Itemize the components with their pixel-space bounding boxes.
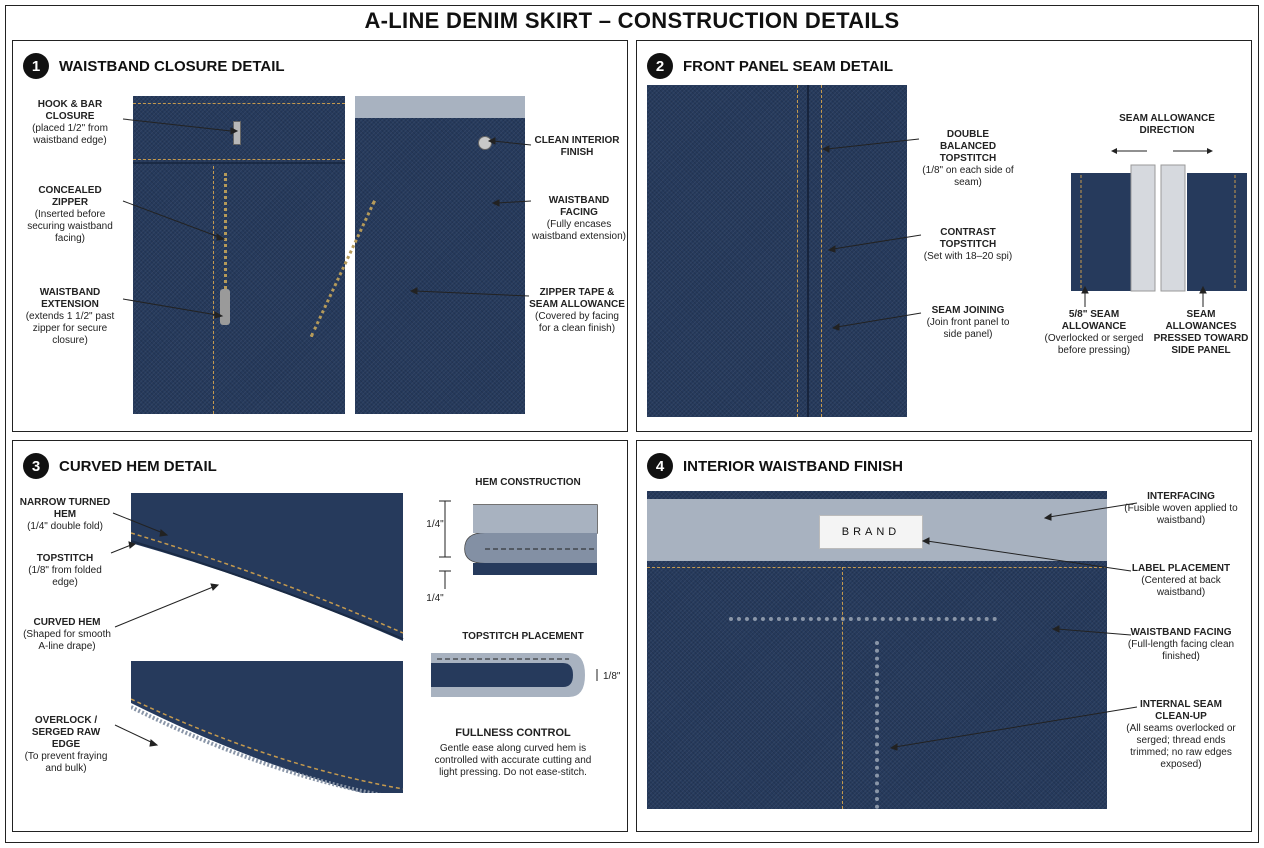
panel-title: INTERIOR WAISTBAND FINISH xyxy=(683,457,903,475)
seam-line xyxy=(807,85,809,417)
zipper-photo-front xyxy=(133,96,345,414)
outer-frame xyxy=(5,5,1259,843)
label-internal-seam: INTERNAL SEAM CLEAN-UP(All seams overloc… xyxy=(1126,699,1236,770)
panel-number: 3 xyxy=(23,453,49,479)
callout-arrows xyxy=(122,118,532,319)
panel-header: 4 INTERIOR WAISTBAND FINISH xyxy=(647,453,903,479)
dim-label: 1/4" xyxy=(426,593,444,604)
label-contrast-topstitch: CONTRAST TOPSTITCH(Set with 18–20 spi) xyxy=(923,227,1013,262)
panel-curved-hem: 3 CURVED HEM DETAIL NARROW TURNED HEM(1/… xyxy=(12,440,628,832)
label-waistband-facing: WAISTBAND FACING(Fully encases waistband… xyxy=(532,195,626,242)
panel-title: FRONT PANEL SEAM DETAIL xyxy=(683,57,893,75)
brand-label: BRAND xyxy=(819,515,923,549)
dim-label: 1/4" xyxy=(426,519,444,530)
topstitch-right xyxy=(821,85,822,417)
label-topstitch: TOPSTITCH(1/8" from folded edge) xyxy=(28,553,102,588)
panel-header: 3 CURVED HEM DETAIL xyxy=(23,453,217,479)
label-clean-interior: CLEAN INTERIOR FINISH xyxy=(534,135,620,158)
callout-arrows xyxy=(821,138,1207,331)
zipper-teeth xyxy=(224,173,228,313)
label-seam-joining: SEAM JOINING(Join front panel to side pa… xyxy=(926,305,1010,340)
panel-number: 4 xyxy=(647,453,673,479)
waistband-stitch xyxy=(647,567,1107,568)
fly-stitch xyxy=(213,166,214,414)
label-label-placement: LABEL PLACEMENT(Centered at back waistba… xyxy=(1131,563,1231,598)
label-topstitch-placement: TOPSTITCH PLACEMENT xyxy=(462,631,584,642)
panel-header: 1 WAISTBAND CLOSURE DETAIL xyxy=(23,53,285,79)
label-interfacing: INTERFACING(Fusible woven applied to wai… xyxy=(1124,491,1238,526)
seam-cross-section xyxy=(1071,148,1247,292)
interior-facing-band xyxy=(355,96,525,118)
topstitch-left xyxy=(797,85,798,417)
label-waistband-extension: WAISTBAND EXTENSION(extends 1 1/2" past … xyxy=(25,287,115,346)
dim-label: 1/8" xyxy=(603,671,621,682)
topstitch-placement-diagram xyxy=(431,653,598,697)
panel-waistband-closure: 1 WAISTBAND CLOSURE DETAIL HOOK & BAR CL… xyxy=(12,40,628,432)
button-hardware xyxy=(478,136,492,150)
zipper-pull xyxy=(220,289,230,325)
page-title: A-LINE DENIM SKIRT – CONSTRUCTION DETAIL… xyxy=(364,8,900,33)
label-narrow-hem: NARROW TURNED HEM(1/4" double fold) xyxy=(19,497,111,532)
label-pressed-toward: SEAM ALLOWANCES PRESSED TOWARD SIDE PANE… xyxy=(1153,309,1249,356)
label-waistband-facing: WAISTBAND FACING(Full-length facing clea… xyxy=(1127,627,1235,662)
label-curved-hem: CURVED HEM(Shaped for smooth A-line drap… xyxy=(23,617,111,652)
label-double-topstitch: DOUBLE BALANCED TOPSTITCH(1/8" on each s… xyxy=(922,129,1014,188)
label-seam-allowance: 5/8" SEAM ALLOWANCE(Overlocked or serged… xyxy=(1044,309,1144,356)
center-back-stitch xyxy=(842,567,843,809)
panel-header: 2 FRONT PANEL SEAM DETAIL xyxy=(647,53,893,79)
panel-title: CURVED HEM DETAIL xyxy=(59,457,217,475)
label-hook-bar: HOOK & BAR CLOSURE(placed 1/2" from wais… xyxy=(32,99,108,146)
seam-photo xyxy=(647,85,907,417)
label-concealed-zipper: CONCEALED ZIPPER(Inserted before securin… xyxy=(27,185,113,244)
zipper-photo-interior xyxy=(355,96,525,414)
waistband-stitch xyxy=(133,103,345,104)
callout-arrows xyxy=(110,512,220,747)
label-seam-direction: SEAM ALLOWANCE DIRECTION xyxy=(1119,113,1215,136)
panel-title: WAISTBAND CLOSURE DETAIL xyxy=(59,57,285,75)
label-hem-construction: HEM CONSTRUCTION xyxy=(475,477,581,488)
hem-construction-diagram xyxy=(439,500,598,589)
serged-seam-vertical xyxy=(875,641,883,809)
waistband-stitch xyxy=(133,159,345,160)
panel-front-seam: 2 FRONT PANEL SEAM DETAIL DOUBLE BALANCE… xyxy=(636,40,1252,432)
serged-seam-horizontal xyxy=(729,617,997,625)
label-zipper-tape: ZIPPER TAPE & SEAM ALLOWANCE(Covered by … xyxy=(529,287,625,334)
panel-interior-waistband: 4 INTERIOR WAISTBAND FINISH BRAND INTERF… xyxy=(636,440,1252,832)
waistband xyxy=(133,96,345,164)
panel-number: 2 xyxy=(647,53,673,79)
hem-photos xyxy=(131,493,404,793)
panel-number: 1 xyxy=(23,53,49,79)
callout-arrows xyxy=(889,502,1138,751)
label-overlock: OVERLOCK / SERGED RAW EDGE(To prevent fr… xyxy=(24,715,108,774)
